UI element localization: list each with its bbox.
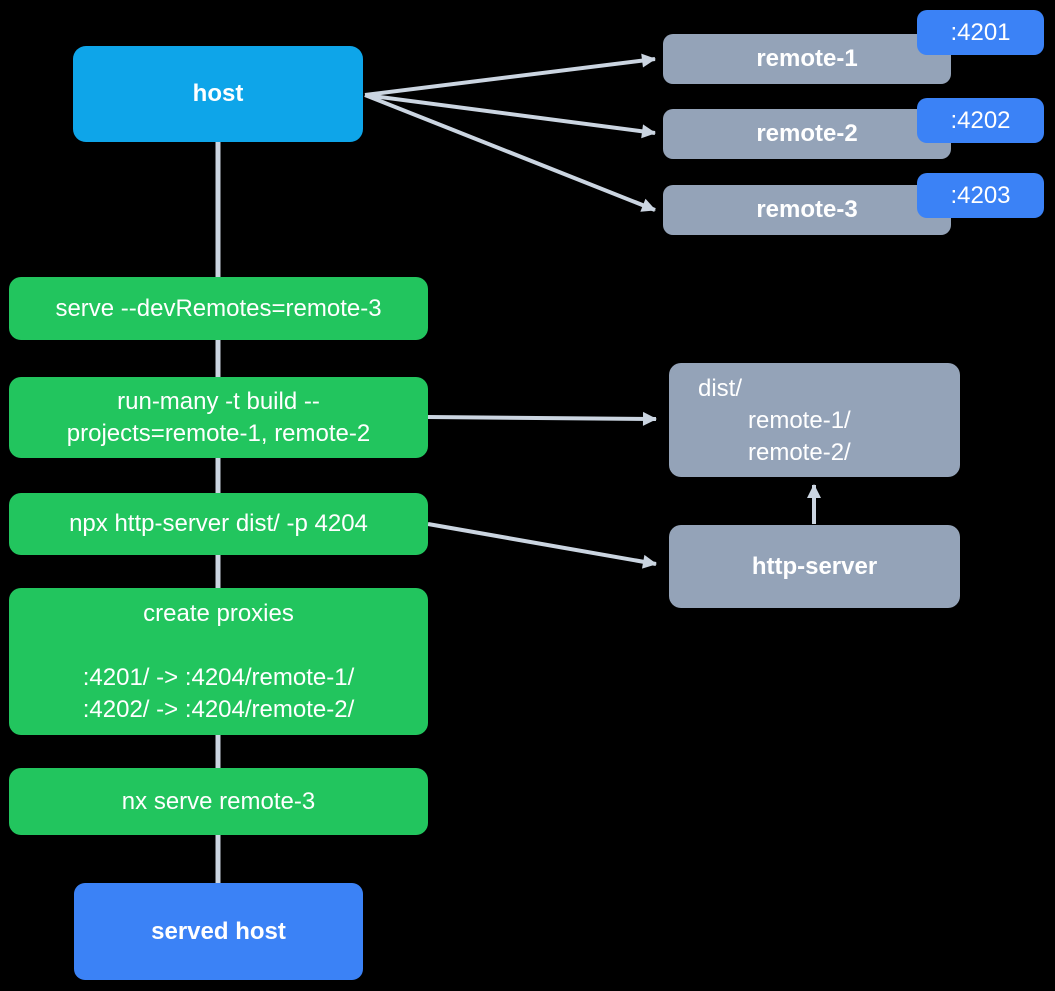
edge-host-remote-2	[364, 93, 656, 139]
node-host: host	[73, 46, 363, 142]
step-nx-serve-text: nx serve remote-3	[121, 787, 316, 815]
edge-host-remote-1	[364, 53, 656, 97]
port-4201-label: :4201	[950, 18, 1011, 46]
remote-2-label: remote-2	[756, 120, 858, 147]
step-nx-serve-remote-3: nx serve remote-3	[9, 768, 428, 835]
step-proxies-rule-2: :4202/ -> :4204/remote-2/	[82, 695, 355, 723]
node-http-server: http-server	[669, 525, 960, 608]
step-serve-text: serve --devRemotes=remote-3	[55, 294, 382, 322]
step-proxies-rule-1: :4201/ -> :4204/remote-1/	[82, 663, 355, 691]
step-npx-text: npx http-server dist/ -p 4204	[69, 510, 368, 537]
node-remote-2: remote-2	[663, 109, 951, 159]
port-badge-4201: :4201	[917, 10, 1044, 55]
remote-1-label: remote-1	[756, 45, 858, 72]
port-badge-4203: :4203	[917, 173, 1044, 218]
node-remote-3: remote-3	[663, 185, 951, 235]
node-remote-1: remote-1	[663, 34, 951, 84]
step-run-many-line-1: run-many -t build --	[117, 387, 320, 415]
step-run-many-line-2: projects=remote-1, remote-2	[66, 419, 371, 447]
edge-npx-http-server	[427, 522, 657, 569]
edge-run-many-dist	[364, 93, 656, 212]
step-proxies-title: create proxies	[143, 599, 294, 627]
remote-3-label: remote-3	[756, 196, 858, 223]
step-npx-http-server: npx http-server dist/ -p 4204	[9, 493, 428, 555]
step-serve-dev-remotes: serve --devRemotes=remote-3	[9, 277, 428, 340]
dist-remote-1-label: remote-1/	[748, 407, 851, 434]
node-dist-folder: dist/ remote-1/ remote-2/	[669, 363, 960, 477]
step-create-proxies: create proxies :4201/ -> :4204/remote-1/…	[9, 588, 428, 735]
http-server-label: http-server	[751, 552, 878, 580]
node-served-host: served host	[74, 883, 363, 980]
step-run-many-build: run-many -t build -- projects=remote-1, …	[9, 377, 428, 458]
port-4202-label: :4202	[950, 106, 1011, 134]
port-badge-4202: :4202	[917, 98, 1044, 143]
served-host-label: served host	[151, 917, 286, 945]
dist-remote-2-label: remote-2/	[748, 439, 851, 466]
dist-root-label: dist/	[698, 375, 743, 402]
port-4203-label: :4203	[950, 181, 1011, 209]
edge-run-many-dist	[427, 411, 657, 426]
host-label: host	[192, 80, 244, 107]
